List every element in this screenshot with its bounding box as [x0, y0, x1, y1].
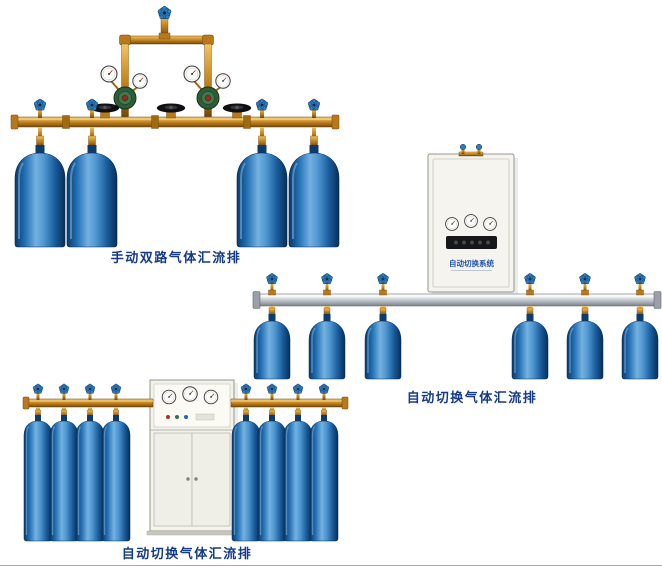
pressure-gauge: [215, 73, 231, 89]
valve-handwheel: [307, 98, 321, 111]
product-auto-switch-wall: 自动切换系统: [252, 144, 662, 406]
cylinder-bank: [253, 306, 659, 380]
gas-cylinder: [23, 409, 53, 542]
gas-cylinder: [75, 409, 105, 542]
gas-cylinder: [621, 307, 659, 380]
control-cabinet: 自动切换系统: [427, 153, 518, 296]
valve-handwheel: [579, 272, 591, 285]
product-caption: 手动双路气体汇流排: [110, 251, 242, 266]
pressure-gauge: [132, 73, 148, 89]
auto-switch-wall-illustration: 自动切换系统: [252, 144, 662, 380]
gas-cylinder: [66, 135, 118, 248]
pressure-gauge: [464, 214, 478, 228]
valve-handwheel: [266, 272, 278, 285]
valve-handwheel: [110, 383, 122, 394]
valve-handwheel: [84, 383, 96, 394]
product-manual-dual-manifold: 手动双路气体汇流排: [8, 6, 344, 268]
pressure-regulator: [196, 86, 220, 110]
valve-handwheel: [318, 383, 330, 394]
pressure-gauge: [161, 389, 177, 405]
regulator-station-right: [183, 65, 231, 110]
product-caption: 自动切换气体汇流排: [406, 391, 538, 406]
valve-handwheel: [85, 98, 99, 111]
bottom-divider: [0, 565, 662, 566]
cylinder-valves-top: [266, 272, 646, 292]
gas-cylinder: [308, 307, 346, 380]
regulator-station-left: [100, 65, 148, 110]
valve-handwheel: [321, 272, 333, 285]
pressure-gauge: [100, 65, 118, 83]
valve-handwheel: [33, 98, 47, 111]
auto-switch-floor-illustration: [22, 379, 349, 542]
gas-cylinder: [364, 307, 402, 380]
gas-cylinder: [566, 307, 604, 380]
cylinder-bank: [14, 127, 340, 248]
valve-handwheel: [377, 272, 389, 285]
cabinet-label: 自动切换系统: [449, 258, 494, 268]
valve-handwheel: [459, 144, 467, 151]
gas-cylinder: [101, 409, 131, 542]
valve-handwheel: [240, 383, 252, 394]
product-auto-switch-floor: 自动切换气体汇流排: [22, 372, 352, 566]
cabinet-door: [191, 432, 231, 527]
gas-cylinder: [253, 307, 291, 380]
black-valve-handwheel: [156, 103, 186, 113]
valve-handwheel: [255, 98, 269, 111]
pressure-gauge: [203, 389, 219, 405]
valve-handwheel: [32, 383, 44, 394]
cabinet-top-fittings: [458, 144, 484, 157]
black-valve-handwheel: [222, 103, 252, 113]
gas-cylinder: [14, 135, 66, 248]
gas-cylinder: [309, 409, 339, 542]
valve-handwheel: [292, 383, 304, 394]
gas-cylinder: [257, 409, 287, 542]
pressure-gauge: [182, 386, 198, 402]
valve-handwheel: [524, 272, 536, 285]
gas-cylinder: [511, 307, 549, 380]
product-caption: 自动切换气体汇流排: [121, 547, 253, 562]
shutoff-valves: [33, 98, 321, 119]
indicator-light: [184, 415, 188, 419]
indicator-light: [175, 415, 179, 419]
control-cabinet: [146, 379, 238, 536]
pressure-gauge: [445, 217, 459, 231]
cabinet-door: [153, 432, 193, 527]
copper-manifold-pipe: [22, 396, 349, 410]
cylinder-valves-top: [32, 383, 330, 400]
manual-manifold-illustration: [10, 6, 340, 248]
valve-handwheel: [634, 272, 646, 285]
gas-cylinder: [283, 409, 313, 542]
valve-handwheel: [58, 383, 70, 394]
valve-handwheel: [157, 6, 172, 20]
gas-cylinder: [49, 409, 79, 542]
copper-manifold-pipe: [10, 114, 340, 130]
manifold-bar: [252, 289, 662, 309]
valve-handwheel: [266, 383, 278, 394]
cylinder-bank: [23, 407, 339, 542]
pressure-gauge: [183, 65, 201, 83]
indicator-light: [166, 415, 170, 419]
gas-cylinder: [231, 409, 261, 542]
pressure-gauge: [483, 217, 497, 231]
valve-handwheel: [475, 144, 483, 151]
